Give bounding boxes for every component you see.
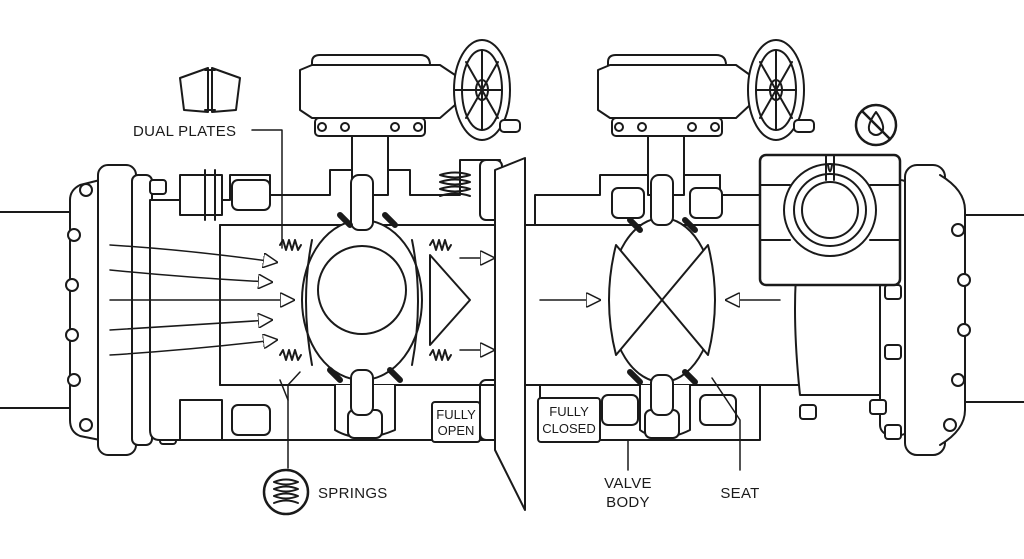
right-disc-closed [608, 174, 716, 416]
fully-closed-label-2: CLOSED [542, 421, 595, 436]
fully-open-label-1: FULLY [436, 407, 476, 422]
seat-label: SEAT [720, 485, 759, 502]
dual-plates-label: DUAL PLATES [133, 123, 236, 140]
valve-body-label-2: BODY [606, 494, 650, 511]
fully-closed-label-1: FULLY [549, 404, 589, 419]
springs-label: SPRINGS [318, 485, 388, 502]
spring-icon [262, 468, 310, 516]
valve-body-label-1: VALVE [604, 475, 652, 492]
seat-detail-inset [758, 153, 902, 287]
leader-lines [251, 129, 741, 471]
flange-nuts-right [799, 284, 902, 440]
right-handwheel [747, 39, 815, 141]
dual-plates-icon [179, 67, 241, 113]
spring-top-icon [439, 171, 471, 197]
left-disc-open [301, 174, 471, 416]
springs-left [279, 239, 452, 361]
right-actuator [597, 39, 815, 196]
fully-closed-box [537, 397, 601, 443]
fully-open-box [431, 401, 481, 443]
no-drip-icon [854, 103, 898, 147]
section-divider [494, 157, 526, 511]
left-flange [65, 164, 177, 456]
pipe-stubs [0, 211, 1024, 409]
flow-arrows-left [109, 244, 492, 355]
left-actuator [299, 39, 521, 196]
fully-open-label-2: OPEN [438, 423, 475, 438]
